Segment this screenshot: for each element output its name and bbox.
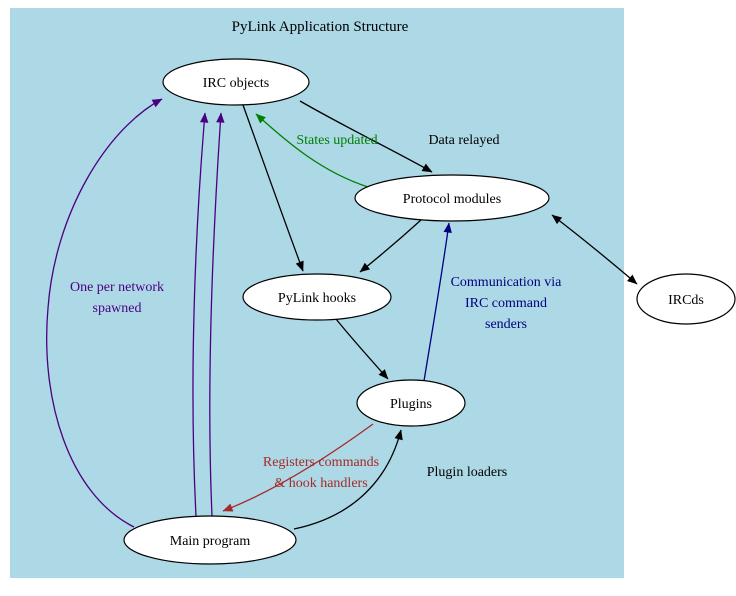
- edge-label-registers-line1: Registers commands: [263, 455, 379, 470]
- edge-label-states-updated: States updated: [296, 133, 377, 148]
- node-main-program: Main program: [123, 515, 297, 565]
- protocol-modules-ellipse: [354, 174, 550, 222]
- edge-plugins-to-main-program: [222, 423, 374, 512]
- ircds-ellipse: [636, 273, 736, 325]
- edge-main-program-to-irc-objects-inner-right: [209, 112, 225, 517]
- edge-label-one-per-network-line2: spawned: [93, 301, 142, 316]
- ircds-label: IRCds: [668, 293, 704, 308]
- node-pylink-hooks: PyLink hooks: [242, 273, 392, 321]
- plugins-label: Plugins: [390, 397, 432, 412]
- edge-plugins-to-protocol-modules: [423, 222, 452, 382]
- edge-main-program-to-irc-objects-inner-left: [192, 112, 209, 517]
- pylink-hooks-label: PyLink hooks: [278, 291, 356, 306]
- node-protocol-modules: Protocol modules: [354, 174, 550, 222]
- edge-irc-objects-to-protocol-modules: [299, 100, 433, 173]
- edge-main-program-to-plugins: [293, 429, 403, 530]
- plugins-ellipse: [356, 379, 466, 427]
- irc-objects-label: IRC objects: [203, 76, 270, 91]
- node-irc-objects: IRC objects: [162, 58, 310, 106]
- node-plugins: Plugins: [356, 379, 466, 427]
- edge-label-data-relayed: Data relayed: [428, 133, 499, 148]
- edge-irc-objects-to-pylink-hooks: [242, 104, 304, 272]
- protocol-modules-label: Protocol modules: [403, 192, 501, 207]
- pylink-hooks-ellipse: [242, 273, 392, 321]
- edge-pylink-hooks-to-plugins: [335, 318, 389, 380]
- diagram-title: PyLink Application Structure: [232, 19, 409, 35]
- edge-protocol-modules-to-pylink-hooks: [359, 219, 422, 273]
- edge-label-communication-line3: senders: [485, 317, 527, 332]
- irc-objects-ellipse: [162, 58, 310, 106]
- main-program-label: Main program: [170, 534, 251, 549]
- edge-protocol-modules-to-irc-objects: [255, 113, 369, 188]
- edge-main-program-to-irc-objects-outer: [46, 98, 163, 528]
- edge-label-registers-line2: & hook handlers: [274, 476, 367, 491]
- edge-label-communication-line1: Communication via: [451, 275, 563, 290]
- main-program-ellipse: [123, 515, 297, 565]
- edge-label-one-per-network-line1: One per network: [70, 280, 164, 295]
- edge-label-plugin-loaders: Plugin loaders: [427, 465, 508, 480]
- edge-label-communication-line2: IRC command: [465, 296, 547, 311]
- node-ircds: IRCds: [636, 273, 736, 325]
- edge-protocol-modules-ircds-bidirectional: [551, 214, 638, 285]
